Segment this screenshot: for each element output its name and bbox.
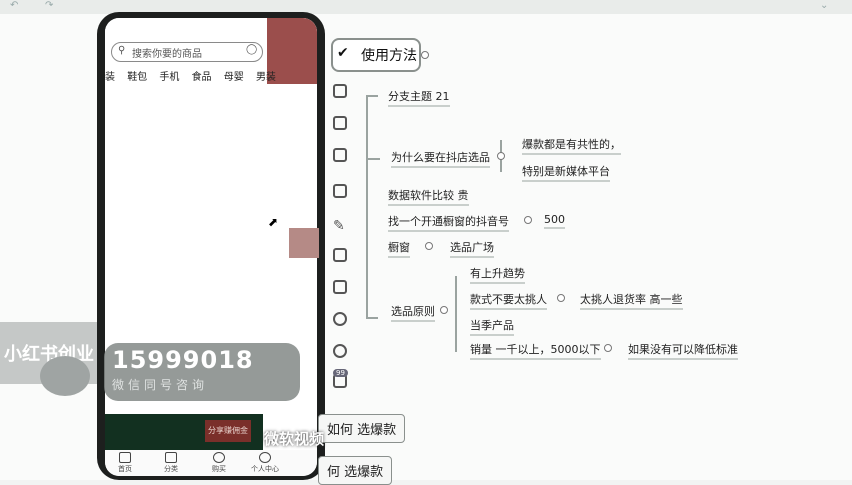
camera-icon[interactable]: ◯ [246, 44, 258, 55]
category-item[interactable]: 食品 [191, 72, 212, 83]
search-input[interactable]: ⚲ 搜索你要的商品 ◯ [111, 42, 263, 62]
collapse-toggle[interactable] [557, 294, 565, 302]
node-principle-note[interactable]: 太挑人退货率 高一些 [580, 293, 683, 310]
tab-home[interactable]: 首页 [105, 452, 145, 474]
node-branch1[interactable]: 分支主题 21 [388, 90, 450, 107]
tab-bar: 首页 分类 购买 个人中心 [105, 450, 317, 476]
top-strip [0, 0, 852, 14]
node-window-child[interactable]: 选品广场 [450, 241, 494, 258]
phone-screen: ⚲ 搜索你要的商品 ◯ 装 鞋包 手机 食品 母婴 男装 分享赚佣金 首页 分类… [105, 18, 317, 476]
collapse-toggle[interactable] [440, 306, 448, 314]
tab-label: 购买 [212, 465, 226, 473]
chevron-down-icon[interactable]: ⌄ [820, 0, 829, 11]
cart-badge: 99 [333, 369, 348, 377]
node-howto[interactable]: 何 选爆款 [318, 456, 393, 485]
watermark-card [104, 343, 300, 401]
video-caption: 微软视频 [264, 430, 325, 448]
node-howto[interactable]: 如何 选爆款 [318, 414, 406, 443]
collapse-toggle[interactable] [425, 242, 433, 250]
node-principle-note[interactable]: 如果没有可以降低标准 [628, 343, 738, 360]
node-principle-child[interactable]: 销量 一千以上，5000以下 [470, 343, 601, 360]
watermark-subtitle: 微信同号咨询 [112, 378, 209, 392]
side-tab[interactable] [289, 228, 319, 258]
tab-profile[interactable]: 个人中心 [245, 452, 285, 474]
tab-label: 首页 [118, 465, 132, 473]
node-why-child[interactable]: 特别是新媒体平台 [522, 165, 610, 182]
tab-label: 分类 [164, 465, 178, 473]
watermark-number: 15999018 [112, 346, 254, 374]
menu-icon [165, 452, 177, 463]
cursor-icon: ⬈ [268, 215, 279, 229]
connector [366, 317, 378, 319]
pin-icon: ✔ [337, 45, 349, 61]
chat-icon [213, 452, 225, 463]
collapse-toggle[interactable] [421, 51, 429, 59]
share-button[interactable]: 分享赚佣金 [205, 420, 251, 442]
expand-icon[interactable] [333, 84, 347, 98]
tab-buy[interactable]: 购买 [199, 452, 239, 474]
collapse-toggle[interactable] [524, 216, 532, 224]
search-placeholder: 搜索你要的商品 [132, 49, 202, 60]
copy-icon[interactable] [333, 280, 347, 294]
root-label: 使用方法 [361, 48, 417, 64]
node-principle-child[interactable]: 款式不要太挑人 [470, 293, 547, 310]
status-bar [105, 18, 317, 38]
video-icon[interactable] [333, 148, 347, 162]
pen-icon[interactable]: ✎ [333, 218, 345, 234]
side-toolbar: ✎ [327, 68, 355, 398]
home-icon [119, 452, 131, 463]
category-item[interactable]: 鞋包 [127, 72, 148, 83]
node-principle[interactable]: 选品原则 [391, 305, 435, 322]
connector [366, 158, 380, 160]
node-why-child[interactable]: 爆款都是有共性的， [522, 138, 621, 155]
category-item[interactable]: 男装 [255, 72, 276, 83]
category-item[interactable]: 母婴 [223, 72, 244, 83]
category-item[interactable]: 手机 [159, 72, 180, 83]
connector [366, 95, 368, 317]
screen-icon[interactable] [333, 184, 347, 198]
node-why[interactable]: 为什么要在抖店选品 [391, 151, 490, 168]
search-icon: ⚲ [118, 45, 126, 56]
node-find-account[interactable]: 找一个开通橱窗的抖音号 [388, 215, 509, 232]
connector [366, 95, 378, 97]
node-find-account-value[interactable]: 500 [544, 213, 565, 229]
back-icon[interactable]: ↶ [10, 0, 19, 11]
forward-icon[interactable]: ↷ [45, 0, 54, 11]
connector [455, 276, 457, 352]
camera-icon[interactable] [333, 116, 347, 130]
cloud-icon[interactable] [333, 248, 347, 262]
mindmap-root[interactable]: 使用方法 ✔ [331, 38, 421, 72]
user-icon [259, 452, 271, 463]
category-item[interactable]: 装 [105, 72, 115, 83]
collapse-toggle[interactable] [604, 344, 612, 352]
tab-category[interactable]: 分类 [151, 452, 191, 474]
collapse-toggle[interactable] [497, 152, 505, 160]
node-data-software[interactable]: 数据软件比较 贵 [388, 189, 469, 206]
wechat-icon [40, 356, 90, 396]
settings-icon[interactable] [333, 312, 347, 326]
category-bar: 装 鞋包 手机 食品 母婴 男装 [105, 68, 317, 83]
node-principle-child[interactable]: 有上升趋势 [470, 267, 525, 284]
headset-icon[interactable] [333, 344, 347, 358]
node-principle-child[interactable]: 当季产品 [470, 319, 514, 336]
node-window[interactable]: 橱窗 [388, 241, 410, 258]
tab-label: 个人中心 [251, 465, 279, 473]
